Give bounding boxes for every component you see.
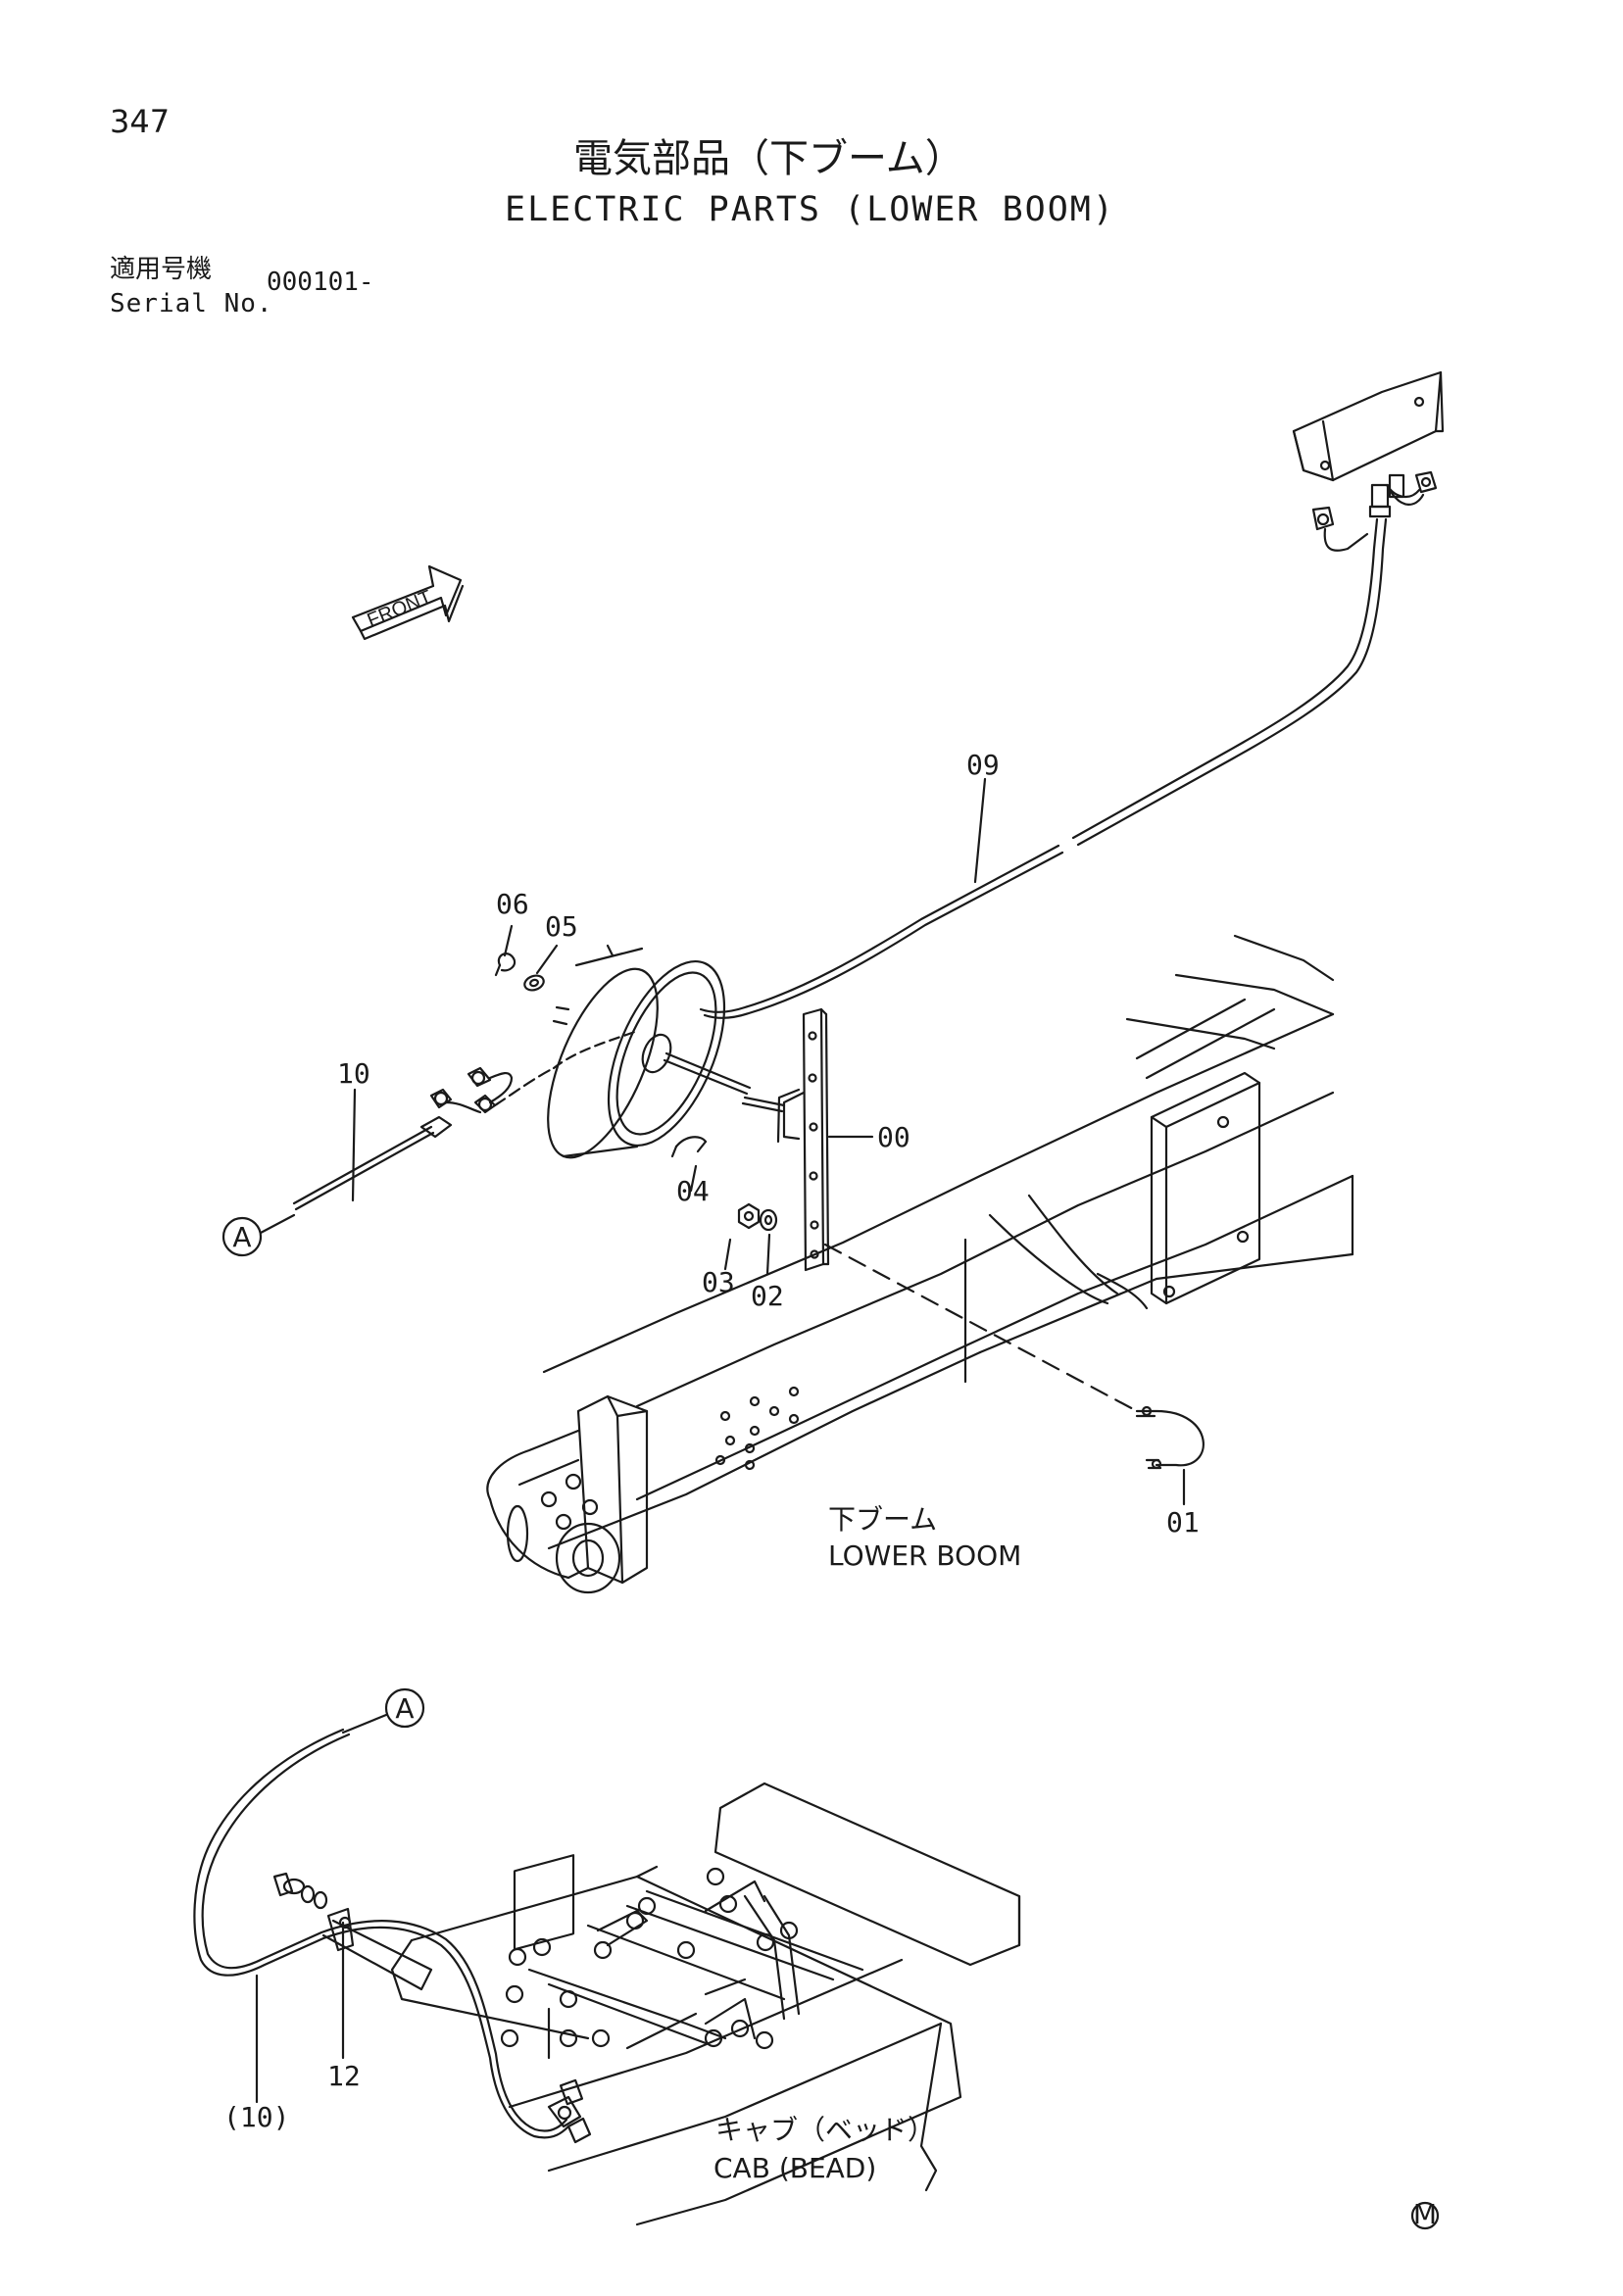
corner-mark: M — [1410, 2198, 1440, 2230]
lower-boom-label-en: LOWER BOOM — [828, 1539, 1021, 1572]
cab-label-jp: キャブ（ベッド） — [715, 2114, 935, 2146]
u-bolt-01 — [1135, 1405, 1205, 1470]
reference-marker-a-bottom: A — [341, 1687, 425, 1734]
serial-number-value: 000101- — [267, 268, 374, 297]
pin-04 — [670, 1136, 708, 1158]
callout-09: 09 — [966, 749, 1000, 781]
callout-03: 03 — [702, 1266, 735, 1298]
callout-01: 01 — [1166, 1506, 1200, 1539]
washer-02 — [759, 1208, 778, 1232]
callout-05: 05 — [545, 910, 578, 943]
callout-10-ref: (10) — [223, 2101, 289, 2133]
assembly-guide-line — [823, 1243, 1139, 1413]
callout-00: 00 — [877, 1121, 910, 1153]
lower-boom — [486, 934, 1354, 1594]
page-title-japanese: 電気部品（下ブーム） — [573, 136, 964, 181]
group-labels: 下ブーム LOWER BOOM キャブ（ベッド） CAB (BEAD) — [713, 1503, 1021, 2184]
nut-03 — [737, 1202, 761, 1230]
reference-marker-a-top-label: A — [232, 1221, 251, 1253]
lower-boom-label-jp: 下ブーム — [828, 1503, 937, 1536]
page-number: 347 — [110, 103, 171, 140]
cable-reel — [547, 944, 752, 1159]
junction-box-connectors — [1311, 470, 1438, 552]
serial-label-english: Serial No. — [110, 289, 273, 318]
callout-06: 06 — [496, 888, 529, 920]
front-arrow-icon: FRONT — [351, 564, 465, 641]
reference-marker-a-bottom-label: A — [395, 1692, 414, 1725]
clip-06 — [494, 953, 516, 977]
callout-02: 02 — [751, 1280, 784, 1312]
bracket-00 — [741, 1007, 830, 1272]
leader-lines-bottom — [255, 1921, 345, 2104]
page-title-english: ELECTRIC PARTS (LOWER BOOM) — [505, 190, 1115, 229]
callout-04: 04 — [676, 1175, 710, 1207]
cable-10 — [292, 1066, 556, 1211]
corner-mark-label: M — [1413, 2198, 1437, 2230]
serial-label-japanese: 適用号機 — [110, 255, 213, 284]
cab-label-en: CAB (BEAD) — [713, 2152, 876, 2184]
callout-10: 10 — [337, 1057, 370, 1090]
cable-10-lower — [193, 1728, 592, 2144]
junction-box — [1292, 370, 1445, 482]
leader-lines-top — [351, 777, 1186, 1506]
callout-12: 12 — [327, 2060, 361, 2092]
cab-bolts — [500, 1867, 799, 2050]
callout-labels: 09 06 05 10 00 04 03 02 01 12 (10) — [223, 749, 1200, 2133]
cab-frame — [390, 1782, 1021, 2226]
reference-marker-a-top: A — [221, 1213, 296, 1257]
washer-05 — [523, 974, 545, 992]
cable-09 — [699, 517, 1388, 1019]
